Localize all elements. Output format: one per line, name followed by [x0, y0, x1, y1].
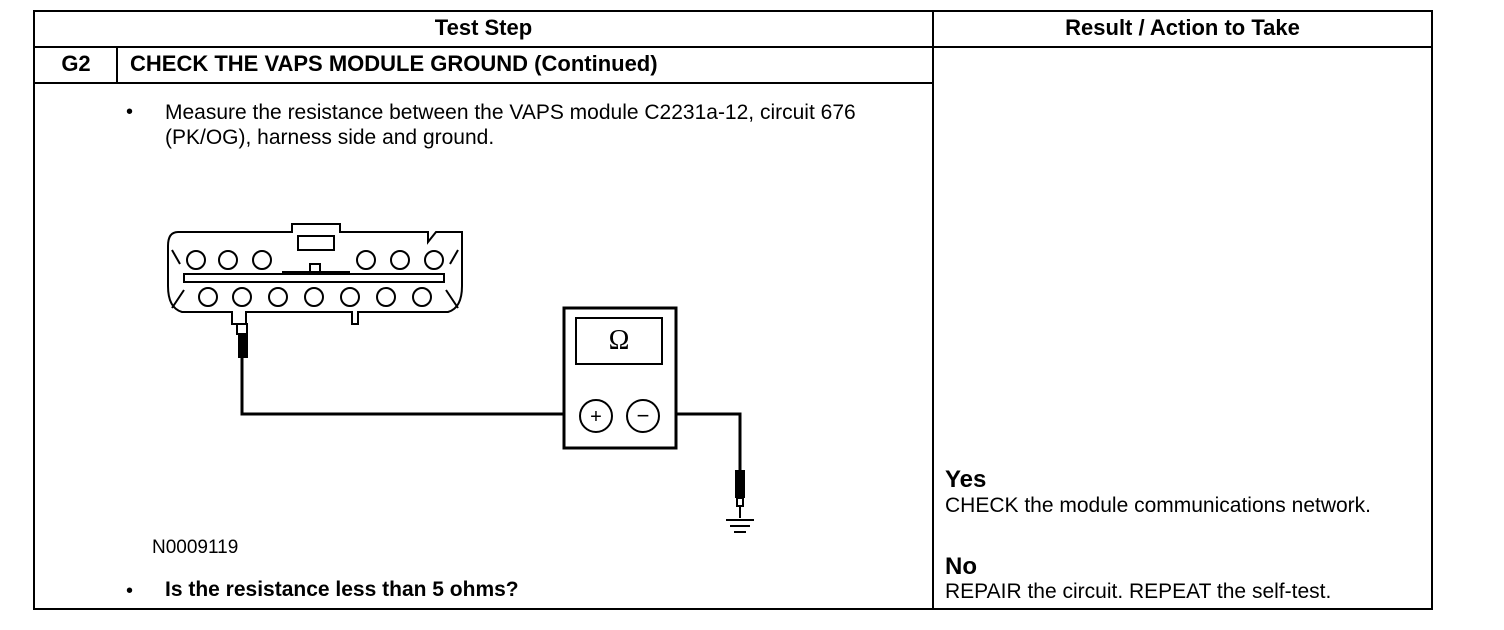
- title-divider: [33, 82, 933, 84]
- yes-label: Yes: [945, 466, 987, 493]
- no-action: REPAIR the circuit. REPEAT the self-test…: [945, 580, 1332, 603]
- column-divider: [932, 10, 934, 610]
- step-id-divider: [116, 46, 118, 83]
- ohmmeter: Ω + −: [562, 306, 678, 450]
- step-id: G2: [61, 51, 91, 76]
- bullet: •: [126, 580, 134, 602]
- no-label: No: [945, 553, 977, 580]
- connector-c2231a: [167, 223, 463, 325]
- plus-label: +: [590, 406, 602, 428]
- minus-label: −: [637, 403, 650, 428]
- minus-jack: [626, 399, 660, 433]
- ground-icon: [726, 519, 754, 533]
- ohm-symbol: Ω: [609, 325, 630, 356]
- wiring-diagram: Ω + −: [167, 223, 754, 533]
- measure-instruction: Measure the resistance between the VAPS …: [165, 101, 856, 149]
- positive-probe: [236, 323, 248, 358]
- resistance-question: Is the resistance less than 5 ohms?: [165, 578, 519, 601]
- figure-id: N0009119: [152, 537, 239, 558]
- step-title: CHECK THE VAPS MODULE GROUND (Continued): [130, 51, 658, 76]
- header-test-step: Test Step: [434, 15, 533, 40]
- negative-probe: [735, 470, 745, 518]
- header-result-action: Result / Action to Take: [1065, 15, 1300, 40]
- plus-jack: [579, 399, 613, 433]
- test-leads: [240, 356, 742, 470]
- yes-action: CHECK the module communications network.: [945, 494, 1372, 517]
- test-step-table: [33, 10, 1433, 610]
- bullet: •: [126, 101, 134, 123]
- header-divider: [33, 46, 1433, 48]
